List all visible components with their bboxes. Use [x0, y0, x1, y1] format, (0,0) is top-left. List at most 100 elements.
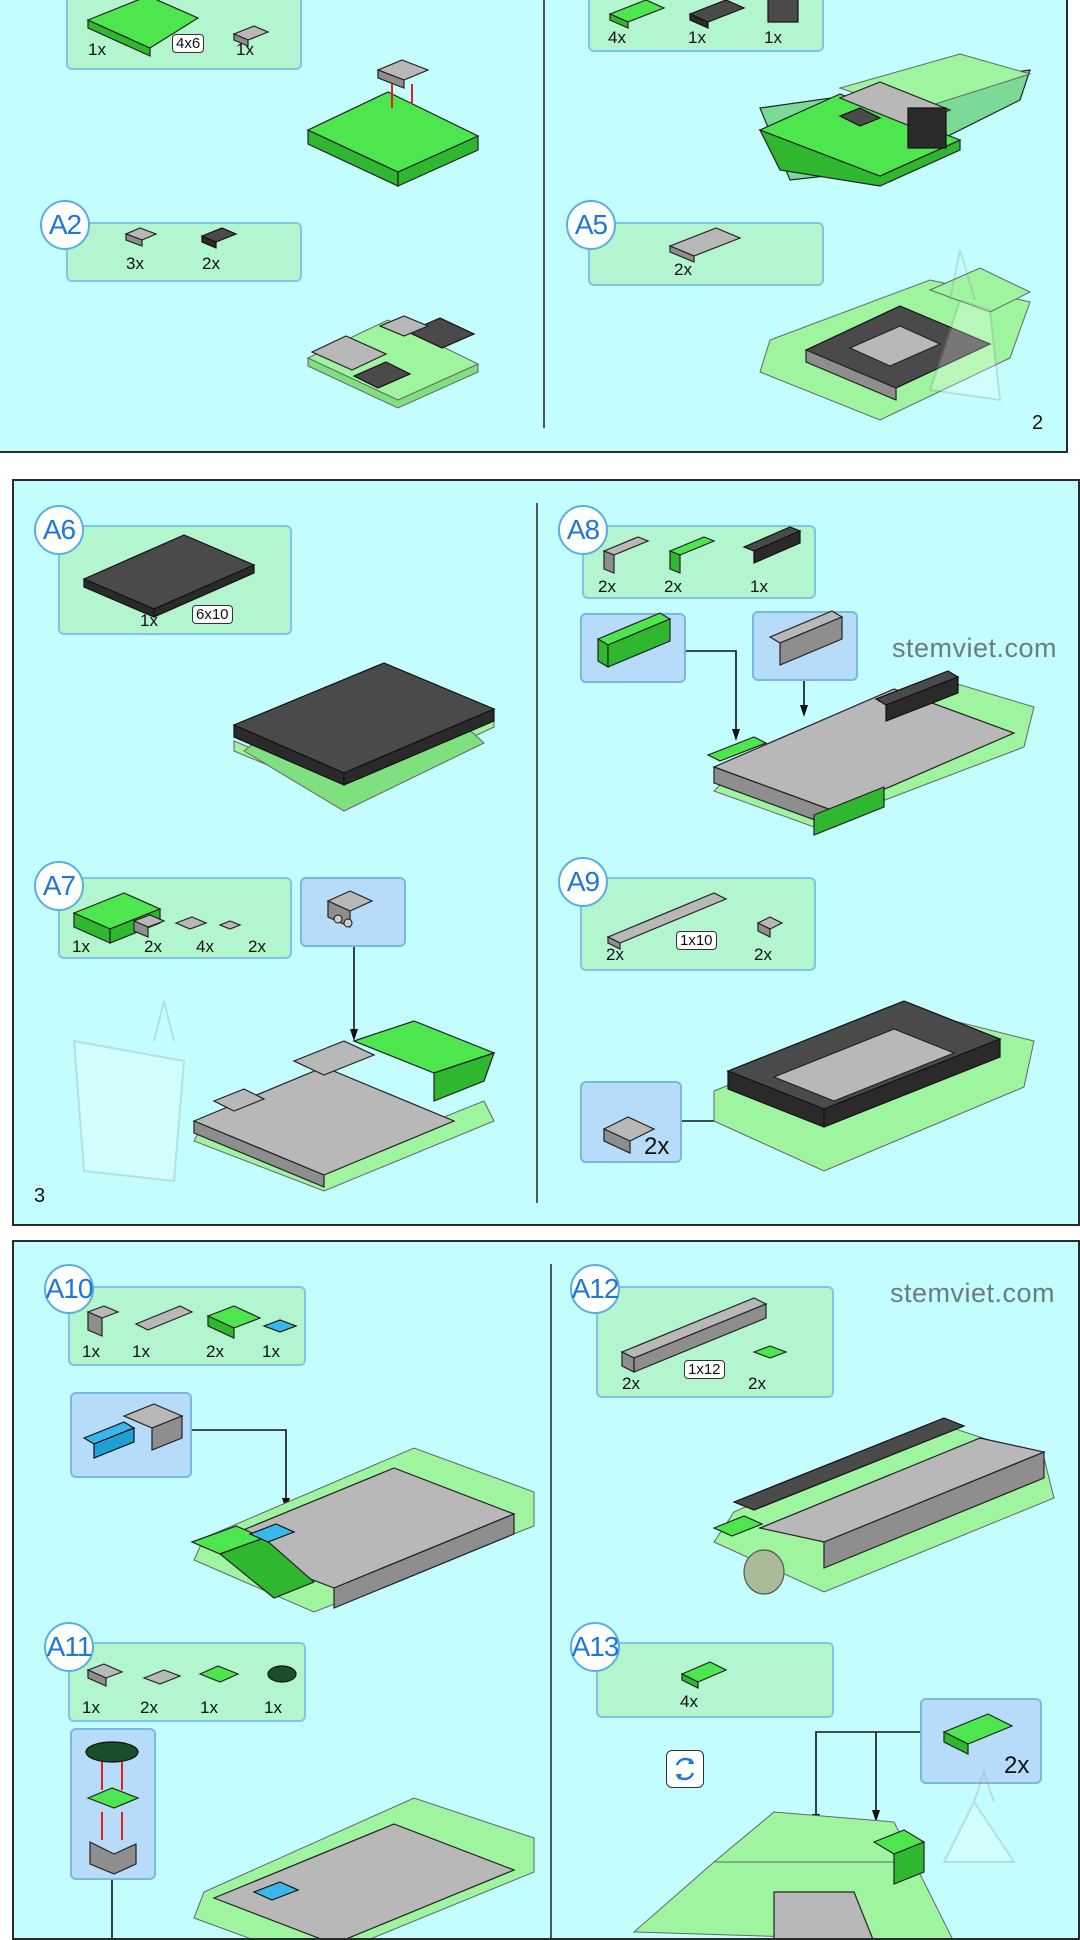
part-qty: 1x [82, 1698, 100, 1717]
part-qty: 2x [598, 577, 616, 596]
callout-gray-bracket [768, 610, 844, 666]
gray-tile-part [218, 920, 242, 930]
gray-beam-1x12-part [620, 1297, 768, 1373]
page-number: 3 [34, 1185, 46, 1207]
gray-bracket-part [602, 536, 650, 574]
part-qty: 1x [764, 28, 782, 47]
step-a8-assembly [706, 670, 1035, 836]
step-badge-a11: A11 [44, 1622, 94, 1672]
callout-turntable-stack [85, 1741, 140, 1875]
part-qty: 1x [82, 1342, 100, 1361]
step-a10-assembly [190, 1447, 535, 1613]
dark-gray-bracket-part [742, 526, 802, 564]
connector-line [686, 650, 737, 737]
parts-box-a13: 4x [596, 1642, 834, 1718]
step-a6-assembly [232, 662, 496, 812]
page-divider [550, 1264, 552, 1938]
part-qty: 1x [262, 1342, 280, 1361]
step-badge-a6: A6 [34, 505, 84, 555]
dark-gray-plate-part [200, 227, 238, 249]
green-plate-part [752, 1345, 788, 1359]
callout-green-bracket [596, 612, 672, 669]
step-a13-assembly [632, 1811, 953, 1938]
part-dimension-label: 4x6 [172, 34, 205, 53]
green-slope-part [680, 1661, 728, 1689]
step-a2-assembly [306, 315, 480, 409]
page-divider [543, 0, 545, 428]
part-qty: 2x [674, 260, 692, 279]
green-plate-assembly [306, 91, 480, 187]
gray-clip-part [86, 1663, 124, 1687]
callout-green-slope [942, 1713, 1014, 1755]
part-qty: 2x [664, 577, 682, 596]
gray-plate-part [668, 227, 742, 263]
watermark-stemviet: stemviet.com [892, 633, 1058, 663]
step-a4-assembly [758, 53, 1032, 187]
mascot-watermark [72, 1000, 186, 1183]
step-a9-assembly [713, 1000, 1035, 1172]
callout-gray-slope [602, 1116, 656, 1154]
dark-gray-plate-6x10-part [82, 534, 256, 618]
gray-plate-part [142, 1669, 182, 1685]
parts-box-a8: 2x 2x 1x [582, 525, 816, 599]
rotate-model-icon [666, 1750, 704, 1788]
gray-bracket-part [232, 25, 270, 47]
step-badge-a12: A12 [570, 1264, 620, 1314]
watermark-stemviet: stemviet.com [890, 1278, 1056, 1308]
part-qty: 2x [754, 945, 772, 964]
gray-bracket-part [376, 59, 430, 89]
part-dimension-label: 6x10 [192, 605, 233, 624]
part-qty: 2x [144, 937, 162, 956]
step-badge-a13: A13 [570, 1622, 620, 1672]
step-a12-assembly [712, 1417, 1055, 1595]
blue-plate-part [262, 1319, 298, 1333]
gray-plate-part [174, 916, 208, 930]
part-qty: 3x [126, 254, 144, 273]
part-qty: 4x [196, 937, 214, 956]
instruction-page-2: 1x 4x6 1x A2 3x 2x 4x 1x 1x A5 2x 2 [0, 0, 1068, 453]
gray-plate-part [134, 1305, 194, 1331]
green-turntable-part [198, 1665, 240, 1683]
gray-slope-part [756, 916, 784, 938]
page-divider [536, 503, 538, 1203]
step-badge-a9: A9 [558, 857, 608, 907]
part-qty: 1x [688, 28, 706, 47]
part-qty: 2x [748, 1374, 766, 1393]
step-a7-assembly [192, 1020, 496, 1192]
connector-line [192, 1429, 287, 1506]
gray-bracket-part [132, 914, 166, 938]
page-2-illustrations [86, 0, 1032, 421]
part-qty: 4x [680, 1692, 698, 1711]
callout-blue-plate-bracket [82, 1403, 184, 1459]
part-qty: 4x [608, 28, 626, 47]
gray-bracket-part [124, 227, 158, 247]
mascot-watermark [928, 249, 1002, 402]
green-plate-4x6-part [86, 0, 200, 57]
parts-box-a2: 3x 2x [66, 222, 302, 282]
step-badge-a7: A7 [34, 861, 84, 911]
part-qty: 2x [622, 1374, 640, 1393]
part-qty: 1x [72, 937, 90, 956]
page-4-illustrations [82, 1297, 1055, 1938]
part-qty: 1x [750, 577, 768, 596]
callout-bracket-part [326, 890, 374, 928]
page-number: 2 [1032, 412, 1044, 434]
part-dimension-label: 1x12 [684, 1360, 725, 1379]
part-qty: 2x [140, 1698, 158, 1717]
parts-box-a11: 1x 2x 1x 1x [68, 1642, 306, 1722]
step-a5-assembly [759, 267, 1032, 421]
green-slope-part [608, 0, 666, 29]
step-badge-a10: A10 [44, 1264, 94, 1314]
dark-green-round-part [267, 1665, 297, 1683]
step-badge-a2: A2 [40, 200, 90, 250]
part-qty: 1x [132, 1342, 150, 1361]
mascot-watermark [942, 1768, 1016, 1863]
part-qty: 1x [236, 40, 254, 59]
gray-beam-1x10-part [606, 892, 728, 950]
callout-box-a13: 2x [920, 1698, 1042, 1784]
instruction-page-3: A6 1x 6x10 A7 1x 2x 4x 2x A8 2x 2x 1x A9… [12, 479, 1080, 1226]
step-badge-a5: A5 [566, 200, 616, 250]
part-qty: 2x [202, 254, 220, 273]
callout-qty: 2x [644, 1133, 670, 1160]
part-qty: 2x [248, 937, 266, 956]
